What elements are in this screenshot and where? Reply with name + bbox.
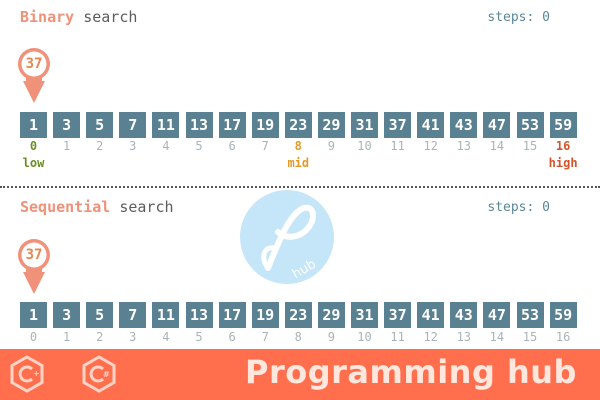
sequential-array-cell: 29 [317,302,345,328]
binary-array-cell: 31 [351,112,378,138]
binary-index-label: 7 [261,139,269,153]
sequential-index-label: 12 [423,330,438,344]
svg-text:+: + [33,369,40,378]
sequential-index-label: 9 [327,330,335,344]
binary-search-title: Binary search [20,8,137,26]
sequential-index-label: 15 [522,330,538,344]
binary-array-cell: 17 [218,112,246,138]
sequential-index-label: 0 [29,330,38,344]
sequential-steps-label: steps: [487,200,535,215]
sequential-array-cell: 1 [20,302,47,328]
sequential-array-cell: 43 [450,302,478,328]
sequential-index-label: 8 [294,330,302,344]
brand-title: Programming hub [245,353,577,391]
c-plus-plus-icon: + [10,355,44,393]
footer-banner: + # Programming hub [0,349,600,400]
high-pointer-label: high [548,156,578,170]
binary-steps-counter: steps: 0 [487,10,550,25]
sequential-array-cell: 59 [549,302,577,328]
sequential-title-highlight: Sequential [20,198,111,216]
c-sharp-icon: # [82,355,116,393]
sequential-array-cell: 19 [251,302,279,328]
binary-target-value: 37 [25,56,43,72]
sequential-array-cell: 37 [384,302,412,328]
sequential-index-label: 11 [390,330,405,344]
sequential-index-label: 4 [162,330,170,344]
pin-marker-icon [18,239,50,294]
pin-marker-icon [18,48,50,103]
sequential-index-label: 14 [489,330,505,344]
binary-index-label: 5 [195,139,203,153]
sequential-index-label: 16 [555,330,571,344]
binary-index-label: 4 [162,139,170,153]
binary-array-cell: 5 [86,112,114,138]
binary-target-pin: 37 [17,47,51,103]
binary-index-label: 8 [294,139,302,153]
sequential-steps-counter: steps: 0 [487,200,550,215]
binary-array-cell: 53 [516,112,544,138]
sequential-array-cell: 13 [185,302,213,328]
low-pointer-label: low [22,156,45,170]
binary-index-label: 0 [29,139,38,153]
binary-array-cell: 23 [284,112,312,138]
sequential-array-cell: 47 [483,302,511,328]
svg-text:#: # [103,370,110,379]
binary-array-cell: 13 [185,112,213,138]
sequential-index-label: 5 [195,330,203,344]
sequential-title-rest: search [119,198,174,216]
sequential-index-label: 10 [357,330,372,344]
binary-index-label: 15 [522,139,538,153]
binary-array-cell: 59 [549,112,577,138]
binary-array-cell: 3 [53,112,81,138]
sequential-target-value: 37 [25,247,43,263]
sequential-array-cell: 31 [351,302,378,328]
binary-index-label: 11 [390,139,405,153]
binary-steps-value: 0 [542,10,550,25]
sequential-index-label: 7 [261,330,269,344]
sequential-index-label: 1 [62,330,71,344]
binary-array-cell: 37 [384,112,412,138]
sequential-array-cell: 3 [53,302,81,328]
sequential-array-cell: 41 [417,302,445,328]
binary-index-label: 12 [423,139,438,153]
binary-steps-label: steps: [487,10,535,25]
binary-index-label: 10 [357,139,372,153]
binary-array-cell: 1 [20,112,47,138]
binary-title-rest: search [83,8,138,26]
binary-index-label: 1 [62,139,71,153]
binary-index-label: 16 [555,139,571,153]
sequential-index-label: 3 [129,330,137,344]
sequential-index-label: 2 [96,330,104,344]
sequential-steps-value: 0 [542,200,550,215]
binary-array-cell: 43 [450,112,478,138]
binary-index-label: 3 [129,139,137,153]
binary-index-label: 9 [327,139,335,153]
binary-title-highlight: Binary [20,8,75,26]
binary-array-cell: 29 [317,112,345,138]
binary-index-label: 14 [489,139,505,153]
sequential-index-label: 13 [456,330,472,344]
sequential-array-cell: 53 [516,302,544,328]
sequential-target-pin: 37 [17,238,51,294]
sequential-index-label: 6 [228,330,236,344]
binary-array-cell: 41 [417,112,445,138]
binary-array-cell: 19 [251,112,279,138]
sequential-array-cell: 7 [119,302,147,328]
sequential-search-title: Sequential search [20,198,174,216]
binary-array-cell: 11 [152,112,180,138]
sequential-array-cell: 23 [284,302,312,328]
programming-hub-watermark-icon [240,190,334,284]
sequential-array-cell: 17 [218,302,246,328]
binary-array-cell: 7 [119,112,147,138]
sequential-array-cell: 5 [86,302,114,328]
binary-index-label: 13 [456,139,472,153]
binary-index-label: 6 [228,139,236,153]
mid-pointer-label: mid [287,156,310,170]
section-divider [0,186,600,188]
binary-index-label: 2 [96,139,104,153]
sequential-array-cell: 11 [152,302,180,328]
binary-array-cell: 47 [483,112,511,138]
